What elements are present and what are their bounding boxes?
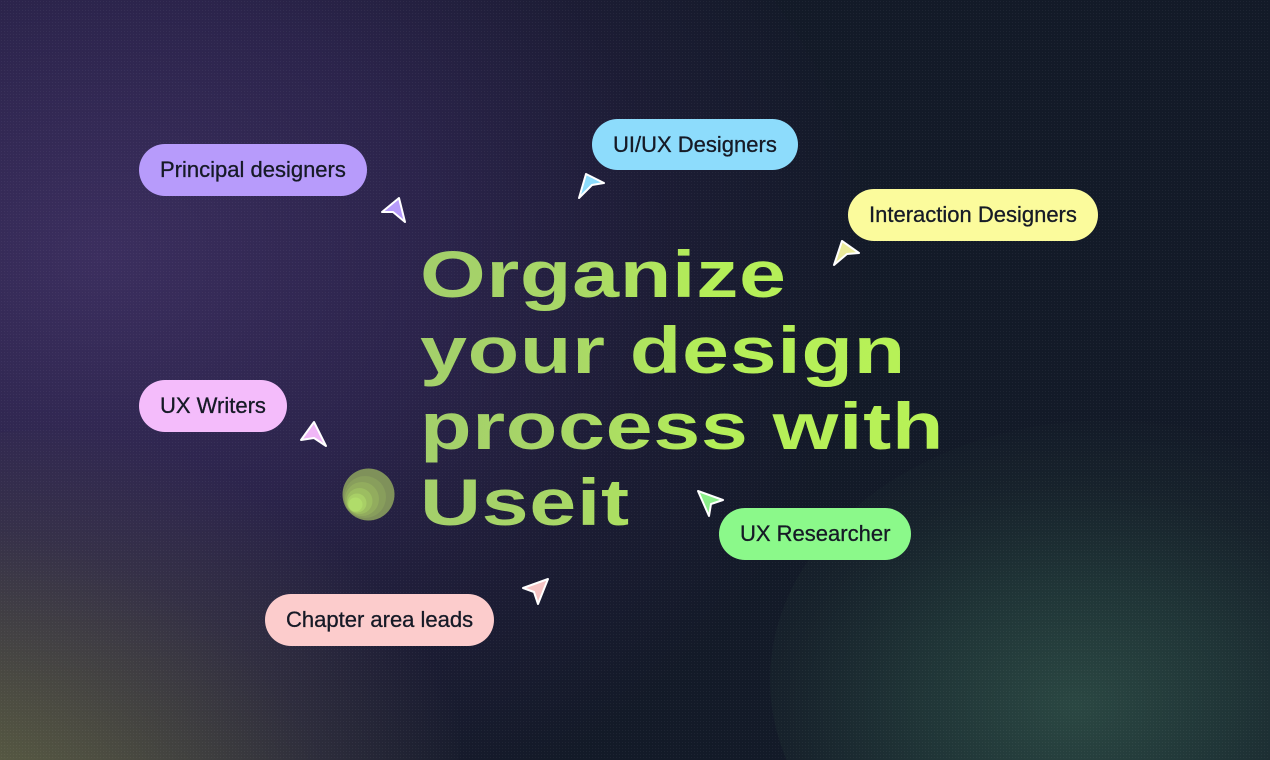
cursor-arrow-icon <box>379 194 409 224</box>
tag-label: UX Researcher <box>740 521 891 546</box>
cursor-arrow-icon <box>576 170 606 200</box>
tag-label: Chapter area leads <box>286 607 474 632</box>
tag-label: UI/UX Designers <box>613 131 777 157</box>
tag-principal-designers[interactable]: Principal designers <box>139 144 367 196</box>
tag-label: UX Writers <box>160 393 266 418</box>
headline-line-2: your design <box>420 313 906 387</box>
cursor-arrow-icon <box>298 418 328 448</box>
headline-line-1: Organize <box>420 237 787 311</box>
cursor-arrow-icon <box>695 488 725 518</box>
hero-headline: Organize your design process with Useit <box>420 236 944 540</box>
cursor-arrow-icon <box>831 237 861 267</box>
tag-interaction-designers[interactable]: Interaction Designers <box>848 189 1098 241</box>
cursor-arrow-icon <box>520 576 550 606</box>
concentric-circles-logo-icon <box>342 468 395 521</box>
headline-line-3: process with <box>420 389 945 463</box>
tag-ux-researcher[interactable]: UX Researcher <box>719 508 912 560</box>
tag-label: Principal designers <box>160 157 346 182</box>
tag-ux-writers[interactable]: UX Writers <box>139 380 287 432</box>
tag-label: Interaction Designers <box>869 202 1077 227</box>
tag-ui-ux-designers[interactable]: UI/UX Designers <box>592 119 798 170</box>
tag-chapter-area-leads[interactable]: Chapter area leads <box>265 594 495 646</box>
